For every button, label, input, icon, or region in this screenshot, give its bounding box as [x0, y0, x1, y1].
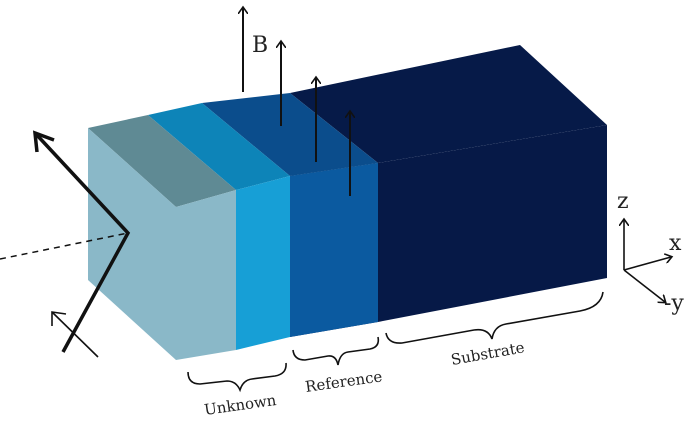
reference-front-face — [290, 163, 378, 337]
axis-z-label: z — [617, 189, 629, 214]
beam-arrowhead-top — [32, 130, 55, 153]
axis-x-arrow — [623, 257, 671, 271]
brace-unknown — [187, 362, 287, 393]
brace-reference — [292, 336, 380, 366]
small-arrow — [51, 311, 99, 358]
field-label: B — [252, 33, 268, 58]
axis-x-label: x — [669, 231, 682, 256]
reference-top-face — [202, 93, 378, 176]
brace-substrate — [385, 291, 604, 344]
small-arrowhead — [51, 311, 67, 326]
axis-y-arrow — [623, 269, 665, 302]
cap-top-face — [88, 115, 236, 207]
label-unknown: Unknown — [203, 391, 278, 419]
substrate-top-face — [290, 45, 607, 163]
substrate-right-face — [378, 125, 607, 322]
beam-path — [33, 131, 131, 353]
label-reference: Reference — [304, 367, 383, 396]
cap-left-face — [88, 128, 176, 360]
unknown-front-face — [236, 176, 290, 350]
cap-front-face — [176, 190, 236, 360]
label-substrate: Substrate — [450, 338, 526, 369]
unknown-top-face — [148, 103, 290, 190]
axis-y-label: -y — [664, 291, 684, 316]
